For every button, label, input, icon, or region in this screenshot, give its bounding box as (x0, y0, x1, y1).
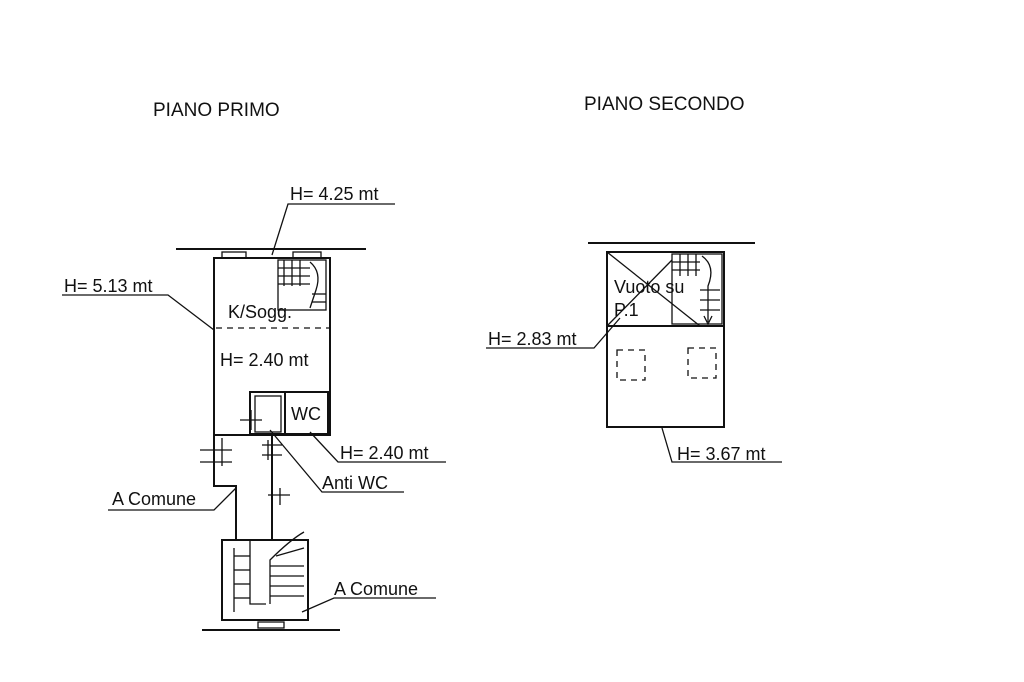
dashed-square-marker (616, 349, 646, 381)
height-label-bottom: H= 3.67 mt (677, 444, 766, 464)
leader-line (62, 294, 215, 331)
height-label-left: H= 2.83 mt (488, 329, 577, 349)
height-label-wc: H= 2.40 mt (340, 443, 429, 463)
second-floor-plan (486, 242, 782, 463)
leader-line (108, 487, 237, 511)
void-label-line2: P.1 (614, 300, 639, 320)
leader-line (269, 429, 404, 493)
second-floor-title: PIANO SECONDO (584, 94, 744, 115)
room-label-kitchen: K/Sogg. (228, 302, 292, 322)
void-cross-line (606, 259, 673, 327)
leader-line (301, 597, 436, 613)
common-label-upper: A Comune (112, 489, 196, 509)
first-floor-plan (62, 203, 446, 631)
leader-line (661, 427, 782, 463)
void-label-line1: Vuoto su (614, 277, 684, 297)
window-mark (221, 251, 247, 259)
first-floor-title: PIANO PRIMO (153, 100, 280, 121)
leader-line (271, 203, 395, 256)
room-label-wc: WC (291, 404, 321, 424)
first-floor-walls (213, 257, 331, 436)
corridor-walls (213, 435, 273, 540)
lower-stair-well (221, 539, 309, 621)
leader-line (486, 317, 621, 349)
door-mark (257, 621, 285, 629)
window-mark (292, 251, 322, 259)
height-label-left: H= 5.13 mt (64, 276, 153, 296)
void-cross-line (606, 251, 701, 327)
height-label-room: H= 2.40 mt (220, 350, 309, 370)
lower-stair-icon (233, 531, 305, 612)
bathroom-block (249, 391, 329, 435)
anti-wc-room (254, 395, 282, 433)
stair-icon (277, 259, 327, 311)
stair-icon (671, 253, 723, 326)
dashed-square-marker (687, 347, 717, 379)
room-label-anti-wc: Anti WC (322, 473, 388, 493)
height-label-top: H= 4.25 mt (290, 184, 379, 204)
second-floor-walls (606, 251, 725, 428)
leader-line (309, 431, 446, 463)
common-label-lower: A Comune (334, 579, 418, 599)
